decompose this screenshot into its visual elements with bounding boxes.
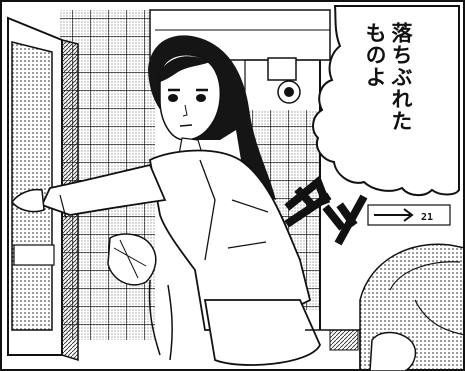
wall-sign [367,204,451,226]
door-frame [7,16,79,362]
speech-line-1: 落ちぶれた [389,22,413,132]
wall-sign-number: 21 [421,212,434,223]
sfx-ta-lettering [284,175,368,246]
speech-bubble [312,5,460,196]
handbag [107,233,173,361]
ceiling-camera-icon [267,57,301,104]
speech-line-2: ものよ [363,22,387,88]
woman-figure [11,35,321,366]
old-man-figure [359,243,465,371]
